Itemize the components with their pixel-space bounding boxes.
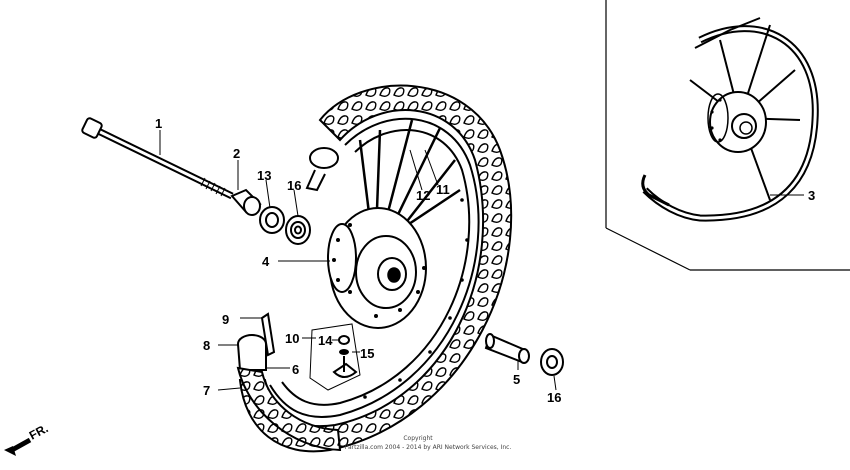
callout-11: 11 — [436, 182, 450, 197]
callout-15: 15 — [360, 346, 374, 361]
tire — [238, 84, 513, 453]
callout-8: 8 — [203, 338, 210, 353]
svg-text:Partzilla.com 2004 - 2014 by A: Partzilla.com 2004 - 2014 by ARI Network… — [345, 444, 512, 451]
front-label: FR. — [27, 421, 51, 442]
tube-valve — [237, 312, 276, 371]
bearing-left — [285, 215, 311, 245]
copyright-notice: Copyright Partzilla.com 2004 - 2014 by A… — [345, 435, 512, 451]
callout-6: 6 — [292, 362, 299, 377]
distance-collar — [484, 333, 530, 364]
inset-frame — [605, 0, 850, 271]
rim-assembly-inset — [641, 17, 819, 222]
rim — [269, 117, 480, 418]
callout-2: 2 — [233, 146, 240, 161]
callout-13: 13 — [257, 168, 271, 183]
axle — [81, 117, 234, 200]
lower-tread — [236, 366, 342, 452]
svg-text:Copyright: Copyright — [403, 435, 433, 442]
axle-collar — [230, 188, 262, 216]
callout-3: 3 — [808, 188, 815, 203]
wheel-hub — [327, 207, 427, 329]
front-direction-indicator: FR. — [4, 421, 50, 456]
callout-14: 14 — [318, 333, 333, 348]
callout-10: 10 — [285, 331, 299, 346]
callouts: 1 2 13 16 12 11 3 4 9 10 14 15 8 6 7 5 1… — [155, 116, 815, 405]
callout-5: 5 — [513, 372, 520, 387]
dust-seal — [259, 206, 285, 234]
callout-16-lower: 16 — [547, 390, 561, 405]
callout-4: 4 — [262, 254, 270, 269]
valve-stem-top — [305, 147, 339, 192]
callout-16-upper: 16 — [287, 178, 301, 193]
callout-7: 7 — [203, 383, 210, 398]
callout-1: 1 — [155, 116, 162, 131]
callout-9: 9 — [222, 312, 229, 327]
hardware-group — [309, 323, 361, 391]
leader-lines — [159, 130, 804, 391]
callout-12: 12 — [416, 188, 430, 203]
bearing-right — [540, 348, 564, 376]
